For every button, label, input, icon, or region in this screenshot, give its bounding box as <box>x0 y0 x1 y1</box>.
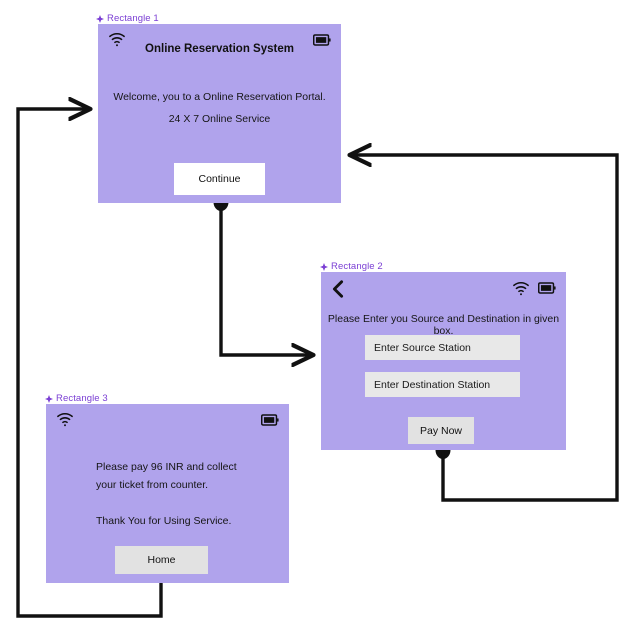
group-label-rectangle-1: Rectangle 1 <box>96 13 159 24</box>
continue-button[interactable]: Continue <box>174 163 265 195</box>
prompt-text: Please Enter you Source and Destination … <box>327 313 560 337</box>
screen-rectangle-2: Please Enter you Source and Destination … <box>321 272 566 450</box>
wifi-icon <box>512 280 530 296</box>
pay-now-button[interactable]: Pay Now <box>408 417 474 444</box>
battery-icon <box>260 413 279 426</box>
thank-you-line: Thank You for Using Service. <box>96 515 232 527</box>
receipt-line-1: Please pay 96 INR and collect <box>96 461 237 473</box>
screen-rectangle-3: Please pay 96 INR and collect your ticke… <box>46 404 289 583</box>
battery-icon <box>537 281 556 294</box>
status-bar <box>321 272 566 302</box>
diamond-icon <box>96 14 104 23</box>
home-button[interactable]: Home <box>115 546 208 574</box>
group-label-text: Rectangle 2 <box>331 261 383 272</box>
group-label-rectangle-2: Rectangle 2 <box>320 261 383 272</box>
status-bar <box>46 404 289 434</box>
wifi-icon <box>56 411 74 427</box>
diamond-icon <box>320 262 328 271</box>
group-label-rectangle-3: Rectangle 3 <box>45 393 108 404</box>
battery-icon <box>312 33 331 46</box>
back-chevron-icon[interactable] <box>330 280 346 298</box>
destination-station-input[interactable]: Enter Destination Station <box>365 372 520 397</box>
group-label-text: Rectangle 1 <box>107 13 159 24</box>
welcome-line-1: Welcome, you to a Online Reservation Por… <box>113 91 326 103</box>
screen-rectangle-1: Online Reservation System Welcome, you t… <box>98 24 341 203</box>
connector-continue-to-rectangle-2 <box>213 193 314 355</box>
source-station-input[interactable]: Enter Source Station <box>365 335 520 360</box>
status-bar <box>98 24 341 54</box>
screen-title: Online Reservation System <box>145 43 294 55</box>
receipt-line-2: your ticket from counter. <box>96 479 209 491</box>
diamond-icon <box>45 394 53 403</box>
wifi-icon <box>108 31 126 47</box>
welcome-line-2: 24 X 7 Online Service <box>168 113 271 125</box>
group-label-text: Rectangle 3 <box>56 393 108 404</box>
